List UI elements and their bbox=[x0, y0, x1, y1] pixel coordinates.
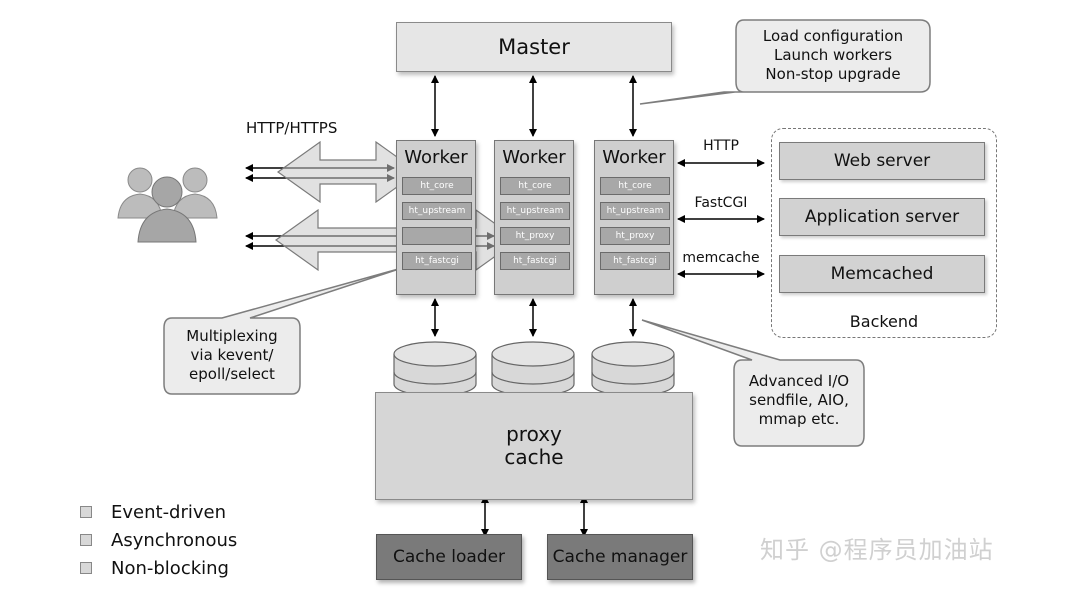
backend-item-label: Application server bbox=[804, 207, 960, 227]
backend-web-server: Web server bbox=[779, 142, 985, 180]
cache-disk bbox=[591, 341, 675, 397]
module-proxy: ht_proxy bbox=[600, 227, 670, 245]
cache-manager-box: Cache manager bbox=[547, 534, 693, 580]
module-proxy bbox=[402, 227, 472, 245]
master-bubble-line: Load configuration bbox=[762, 27, 904, 45]
master-bubble: Load configuration Launch workers Non-st… bbox=[738, 27, 928, 84]
worker-title: Worker bbox=[602, 147, 666, 168]
cache-loader-label: Cache loader bbox=[392, 547, 506, 567]
master-bubble-line: Launch workers bbox=[773, 46, 893, 64]
module-core: ht_core bbox=[500, 177, 570, 195]
legend-square bbox=[80, 562, 92, 574]
backend-application-server: Application server bbox=[779, 198, 985, 236]
users-icon bbox=[117, 167, 218, 243]
multiplex-bubble-line: Multiplexing bbox=[186, 327, 278, 345]
module-upstream: ht_upstream bbox=[500, 202, 570, 220]
multiplex-bubble-line: via kevent/ bbox=[190, 346, 274, 364]
legend-item: Non-blocking bbox=[80, 556, 229, 580]
master-worker-arrows bbox=[431, 75, 637, 137]
cache-loader-box: Cache loader bbox=[376, 534, 522, 580]
module-upstream: ht_upstream bbox=[600, 202, 670, 220]
cache-disk bbox=[393, 341, 477, 397]
io-bubble-line: Advanced I/O bbox=[748, 372, 850, 390]
master-bubble-line: Non-stop upgrade bbox=[765, 65, 901, 83]
legend-square bbox=[80, 506, 92, 518]
proxy-cache-line2: cache bbox=[504, 445, 564, 469]
legend-label: Non-blocking bbox=[111, 557, 229, 579]
master-bubble-shape bbox=[639, 19, 931, 105]
backend-item-label: Web server bbox=[833, 151, 931, 171]
io-bubble-shape bbox=[641, 319, 865, 447]
module-fastcgi: ht_fastcgi bbox=[600, 252, 670, 270]
worker-cache-arrows bbox=[431, 298, 637, 337]
backend-group bbox=[771, 128, 997, 338]
cache-disk bbox=[491, 341, 575, 397]
legend-label: Event-driven bbox=[111, 501, 227, 523]
worker-title: Worker bbox=[404, 147, 468, 168]
cache-manager-label: Cache manager bbox=[552, 547, 688, 567]
legend-square bbox=[80, 534, 92, 546]
cache-disks bbox=[393, 341, 675, 397]
watermark: 知乎 @程序员加油站 bbox=[760, 536, 994, 564]
legend-item: Asynchronous bbox=[80, 528, 237, 552]
io-bubble-line: sendfile, AIO, bbox=[749, 391, 849, 409]
master-label: Master bbox=[498, 35, 570, 59]
protocol-fastcgi: FastCGI bbox=[694, 195, 748, 211]
module-core: ht_core bbox=[600, 177, 670, 195]
multiplex-bubble-line: epoll/select bbox=[189, 365, 275, 383]
worker-title: Worker bbox=[502, 147, 566, 168]
client-protocol-label: HTTP/HTTPS bbox=[246, 119, 338, 137]
legend-item: Event-driven bbox=[80, 500, 226, 524]
protocol-memcache: memcache bbox=[682, 250, 760, 266]
io-bubble: Advanced I/O sendfile, AIO, mmap etc. bbox=[736, 372, 862, 429]
module-proxy: ht_proxy bbox=[500, 227, 570, 245]
legend-label: Asynchronous bbox=[111, 529, 238, 551]
backend-item-label: Memcached bbox=[830, 264, 934, 284]
master-box: Master bbox=[396, 22, 672, 72]
multiplex-bubble-shape bbox=[163, 267, 403, 395]
module-upstream: ht_upstream bbox=[402, 202, 472, 220]
module-fastcgi: ht_fastcgi bbox=[500, 252, 570, 270]
worker-backend-arrows bbox=[677, 159, 765, 278]
proxy-cache-area bbox=[375, 392, 693, 500]
module-core: ht_core bbox=[402, 177, 472, 195]
proxy-cache-label: proxy cache bbox=[375, 423, 693, 469]
backend-memcached: Memcached bbox=[779, 255, 985, 293]
multiplex-bubble: Multiplexing via kevent/ epoll/select bbox=[166, 327, 298, 384]
backend-label: Backend bbox=[849, 312, 919, 331]
worker-3: Worker ht_core ht_upstream ht_proxy ht_f… bbox=[594, 140, 674, 295]
worker-2: Worker ht_core ht_upstream ht_proxy ht_f… bbox=[494, 140, 574, 295]
protocol-http: HTTP bbox=[703, 138, 739, 154]
worker-1: Worker ht_core ht_upstream ht_fastcgi bbox=[396, 140, 476, 295]
module-fastcgi: ht_fastcgi bbox=[402, 252, 472, 270]
io-bubble-line: mmap etc. bbox=[758, 410, 840, 428]
cache-process-arrows bbox=[481, 495, 588, 537]
proxy-cache-line1: proxy bbox=[506, 422, 562, 446]
